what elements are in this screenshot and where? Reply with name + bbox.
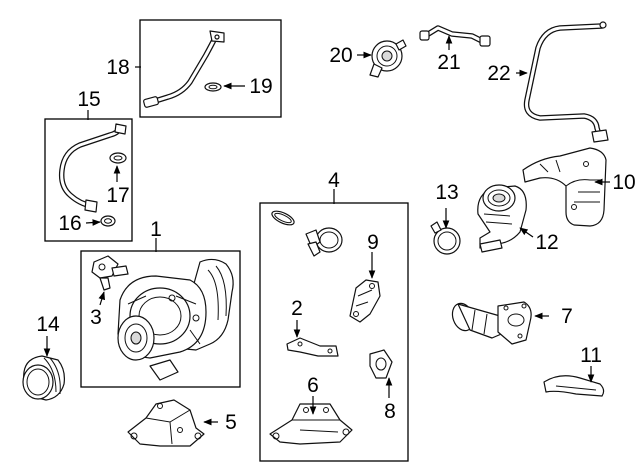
part-10-heat-shield — [522, 147, 607, 227]
part-12-inlet-elbow — [477, 184, 527, 253]
callout-18: 18 — [106, 56, 129, 79]
callout-11: 11 — [580, 344, 602, 367]
part-19-oil-feed-washer — [204, 82, 222, 92]
part-3-sensor — [91, 255, 129, 291]
callout-9: 9 — [367, 231, 379, 254]
part-6-bracket — [269, 403, 353, 445]
part-16-seal — [100, 215, 116, 227]
box-group-18 — [139, 19, 282, 118]
callout-10: 10 — [612, 171, 635, 194]
part-17-gasket — [109, 152, 127, 164]
part-4-gasket-ring — [271, 210, 295, 226]
part-18-oil-feed-tube — [143, 30, 225, 108]
callout-1: 1 — [150, 218, 162, 241]
part-14-hose-coupler — [22, 355, 65, 401]
callout-6: 6 — [307, 374, 319, 397]
part-15-oil-return-tube — [58, 123, 127, 213]
part-4-clamp-ring — [305, 227, 343, 257]
callout-15: 15 — [77, 88, 100, 111]
callout-5: 5 — [225, 411, 237, 434]
part-8-gasket — [369, 349, 393, 379]
leader-lines — [43, 35, 610, 426]
callout-13: 13 — [435, 181, 458, 204]
callout-14: 14 — [36, 313, 60, 336]
part-1-turbocharger — [117, 258, 234, 381]
callout-21: 21 — [437, 51, 460, 74]
callout-20: 20 — [329, 44, 352, 67]
callout-22: 22 — [487, 62, 510, 85]
part-9-sensor-bracket — [349, 279, 381, 323]
part-22-long-tube — [523, 21, 609, 143]
callout-8: 8 — [384, 400, 396, 423]
callout-17: 17 — [106, 184, 129, 207]
part-20-actuator — [369, 39, 407, 78]
part-2-gasket — [286, 337, 339, 357]
callout-16: 16 — [58, 212, 81, 235]
callout-4: 4 — [328, 169, 340, 192]
callout-19: 19 — [249, 75, 272, 98]
part-5-bracket — [127, 399, 205, 447]
part-7-pipe-flange — [451, 301, 532, 345]
callout-7: 7 — [561, 305, 573, 328]
part-21-hose — [419, 25, 491, 47]
part-11-small-shield — [543, 375, 605, 397]
callout-2: 2 — [291, 297, 303, 320]
box-group-1 — [80, 250, 241, 388]
callout-3: 3 — [90, 306, 102, 329]
callout-12: 12 — [535, 231, 558, 254]
